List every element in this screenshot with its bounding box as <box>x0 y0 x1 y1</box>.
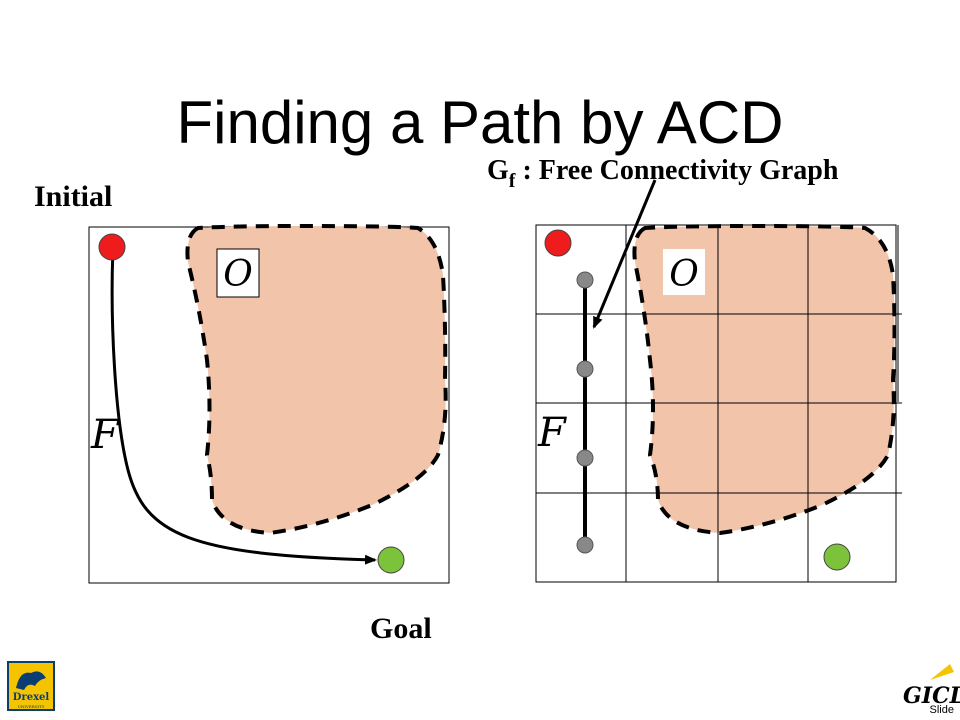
graph-label-main: G <box>487 155 509 186</box>
slide-title: Finding a Path by ACD <box>176 89 784 156</box>
drexel-logo-subtext: UNIVERSITY <box>18 704 45 709</box>
left-start-point <box>98 233 126 261</box>
graph-label-rest: : Free Connectivity Graph <box>515 155 839 186</box>
right-obstacle-region <box>632 224 897 535</box>
graph-label-arrow <box>592 179 657 329</box>
right-obstacle-symbol: O <box>669 254 699 295</box>
left-free-space-symbol: F <box>90 412 120 458</box>
left-obstacle-region <box>185 224 448 535</box>
left-path-curve <box>110 247 377 565</box>
graph-label: Gf : Free Connectivity Graph <box>487 155 839 192</box>
left-obstacle-symbol: O <box>223 254 253 295</box>
left-obstacle-label-box <box>216 248 260 298</box>
graph-node <box>576 449 594 467</box>
right-start-point <box>544 229 572 257</box>
gicl-logo-text: GICL <box>903 683 960 709</box>
initial-label: Initial <box>34 180 113 213</box>
slide-footer: Slide <box>929 704 954 716</box>
drexel-logo-text: Drexel <box>13 692 50 703</box>
graph-node <box>576 360 594 378</box>
goal-label: Goal <box>370 612 432 645</box>
right-free-space-symbol: F <box>537 410 567 456</box>
gicl-logo: GICL <box>903 664 960 709</box>
right-obstacle-label-box <box>663 249 705 295</box>
graph-label-subscript: f <box>508 170 516 192</box>
right-goal-point <box>823 543 851 571</box>
graph-node <box>576 536 594 554</box>
left-goal-point <box>377 546 405 574</box>
graph-node <box>576 271 594 289</box>
drexel-logo: Drexel UNIVERSITY <box>7 661 55 711</box>
